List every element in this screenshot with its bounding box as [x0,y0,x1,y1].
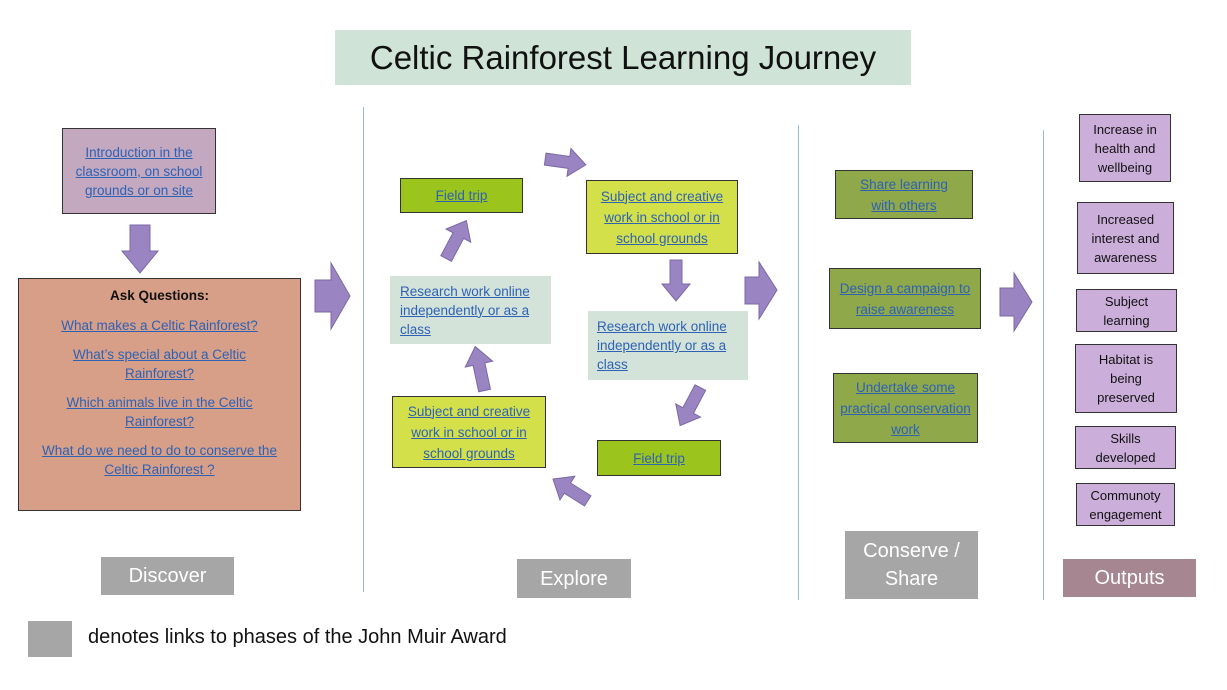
output-subject-learning: Subject learning [1076,289,1177,332]
divider-line [798,125,799,600]
research-link[interactable]: Research work online independently or as… [597,319,727,372]
intro-box[interactable]: Introduction in the classroom, on school… [62,128,216,214]
output-habitat: Habitat is being preserved [1075,344,1177,413]
share-learning-link[interactable]: Share learning with others [860,176,948,213]
practical-conservation-box[interactable]: Undertake some practical conservation wo… [833,373,978,443]
page-title: Celtic Rainforest Learning Journey [335,30,911,85]
arrow-icon [552,475,592,507]
arrow-icon [675,384,707,427]
campaign-link[interactable]: Design a campaign to raise awareness [839,280,971,317]
question-link[interactable]: Which animals live in the Celtic Rainfor… [66,395,253,429]
question-link[interactable]: What’s special about a Celtic Rainforest… [72,347,247,381]
arrow-right-icon [744,260,778,321]
arrow-icon [543,147,587,178]
output-skills: Skills developed [1075,426,1176,469]
ask-questions-heading: Ask Questions: [109,288,210,303]
arrow-right-icon [314,261,351,331]
subject-creative-link[interactable]: Subject and creative work in school or i… [407,403,531,461]
output-interest: Increased interest and awareness [1077,202,1174,274]
share-learning-box[interactable]: Share learning with others [835,170,973,219]
explore-label: Explore [517,559,631,598]
conserve-share-label: Conserve / Share [845,531,978,599]
discover-label: Discover [101,557,234,595]
legend-swatch [28,621,72,657]
subject-creative-link[interactable]: Subject and creative work in school or i… [600,188,724,246]
research-link[interactable]: Research work online independently or as… [400,283,530,337]
output-community: Communoty engagement [1076,483,1175,526]
intro-link[interactable]: Introduction in the classroom, on school… [75,144,203,198]
questions-box: Ask Questions: What makes a Celtic Rainf… [18,278,301,511]
subject-creative-box-2[interactable]: Subject and creative work in school or i… [392,396,546,468]
research-box-2[interactable]: Research work online independently or as… [588,311,748,380]
research-box-1[interactable]: Research work online independently or as… [390,276,551,344]
field-trip-link[interactable]: Field trip [633,450,685,466]
subject-creative-box-1[interactable]: Subject and creative work in school or i… [586,180,738,254]
question-link[interactable]: What do we need to do to conserve the Ce… [42,443,277,477]
arrow-icon [464,345,494,393]
field-trip-link[interactable]: Field trip [435,188,488,203]
arrow-down-icon [120,224,160,274]
output-health: Increase in health and wellbeing [1079,114,1171,182]
arrow-icon [440,219,472,263]
field-trip-box-1[interactable]: Field trip [400,178,523,213]
divider-line [363,107,364,592]
field-trip-box-2[interactable]: Field trip [597,440,721,476]
arrow-right-icon [999,271,1033,333]
legend-text: denotes links to phases of the John Muir… [88,626,507,648]
divider-line [1043,130,1044,600]
campaign-box[interactable]: Design a campaign to raise awareness [829,268,981,329]
practical-conservation-link[interactable]: Undertake some practical conservation wo… [840,379,971,437]
outputs-label: Outputs [1063,559,1196,597]
arrow-icon [660,259,692,302]
question-link[interactable]: What makes a Celtic Rainforest? [61,318,258,333]
